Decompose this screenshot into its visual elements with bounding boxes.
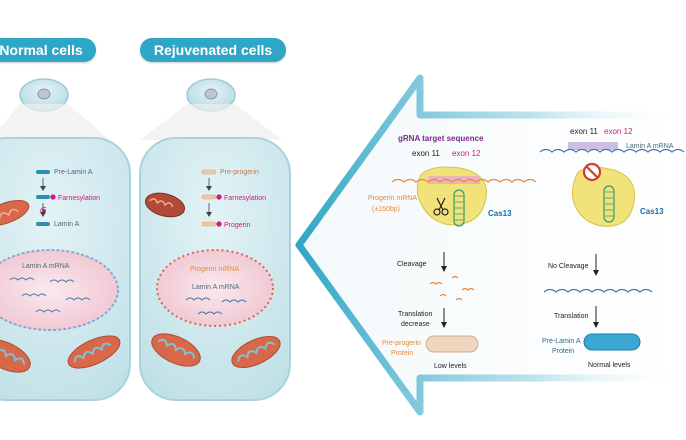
translation-decrease-line2: decrease xyxy=(401,321,430,328)
right-exon11: exon 11 xyxy=(570,127,598,136)
rejuvenated-nucleus xyxy=(156,249,274,327)
left-exon12: exon 12 xyxy=(452,149,481,158)
scissors-icon xyxy=(433,197,449,216)
low-levels-label: Low levels xyxy=(434,363,467,370)
right-exon12: exon 12 xyxy=(604,127,633,136)
big-arrow-outline xyxy=(295,74,686,416)
cas13-right-label: Cas13 xyxy=(640,207,664,216)
big-arrow-shape xyxy=(299,78,686,412)
lamin-mrna-label: Lamin A mRNA xyxy=(626,143,674,150)
normal-cell-panel: Pre-Lamin A Farnesylation Lamin A Lamin … xyxy=(0,78,131,401)
rejuvenated-mito-3 xyxy=(231,336,281,368)
rejuvenated-cells-header: Rejuvenated cells xyxy=(140,38,286,62)
left-exon11: exon 11 xyxy=(412,149,440,158)
farnesyl-dot-icon xyxy=(50,194,56,200)
normal-step2-label: Farnesylation xyxy=(58,195,100,202)
no-binding-icon xyxy=(582,162,602,182)
normal-mito-2 xyxy=(0,339,31,373)
preprogerin-protein-line1: Pre-progerin xyxy=(382,340,421,347)
normal-mito-1 xyxy=(0,200,30,226)
prelamin-protein-line1: Pre-Lamin A xyxy=(542,338,581,345)
prelamin-protein-line2: Protein xyxy=(552,348,574,355)
rejuvenated-nucleus-label2: Lamin A mRNA xyxy=(192,284,240,291)
mechanism-lamin: exon 11 exon 12 Lamin A mRNA Cas13 No Cl… xyxy=(539,127,685,369)
translation-label: Translation xyxy=(554,313,588,320)
mechanism-progerin: gRNA target sequence exon 11 exon 12 Pro… xyxy=(368,134,537,370)
rejuvenated-cell-panel: Pre-progerin Farnesylation Progerin Prog… xyxy=(139,78,291,401)
rejuvenated-mito-1 xyxy=(144,192,186,218)
normal-cells-header: Normal cells xyxy=(0,38,96,62)
translation-decrease-line1: Translation xyxy=(398,311,432,318)
progerin-mrna-size: (±150bp) xyxy=(372,206,400,213)
grna-title: gRNA target sequence xyxy=(398,134,484,143)
normal-step3-label: Lamin A xyxy=(54,221,80,228)
preprogerin-protein-line2: Protein xyxy=(391,350,413,357)
cleavage-label: Cleavage xyxy=(397,261,427,268)
intact-mrna xyxy=(543,288,653,293)
normal-step1-label: Pre-Lamin A xyxy=(54,169,93,176)
normal-nucleus-label: Lamin A mRNA xyxy=(22,263,70,270)
rejuvenated-nucleus-label1: Progerin mRNA xyxy=(190,266,239,273)
prelamin-protein-capsule xyxy=(583,333,641,351)
normal-mito-3 xyxy=(67,335,121,369)
prelamin-bar-icon xyxy=(36,170,50,174)
no-cleavage-label: No Cleavage xyxy=(548,263,589,270)
rejuvenated-mito-2 xyxy=(151,333,201,367)
normal-levels-label: Normal levels xyxy=(588,362,631,369)
progerin-mrna-label: Progerin mRNA xyxy=(368,195,417,202)
rejuvenated-step1-label: Pre-progerin xyxy=(220,169,259,176)
rejuvenated-step3-label: Progerin xyxy=(224,222,251,229)
normal-nucleus xyxy=(0,249,119,331)
cas13-left-label: Cas13 xyxy=(488,209,512,218)
preprogerin-protein-capsule xyxy=(425,335,479,353)
rna-fragments xyxy=(429,275,475,301)
rejuvenated-step2-label: Farnesylation xyxy=(224,195,266,202)
